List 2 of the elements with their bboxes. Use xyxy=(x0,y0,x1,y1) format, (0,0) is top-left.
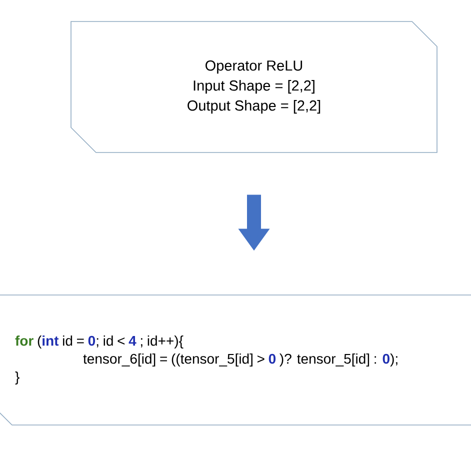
operator-box: Operator ReLU Input Shape = [2,2] Output Shape = [2,2] xyxy=(70,21,438,153)
code-box: for (int id = 0; id < 4 ; id++){ tensor_6[id] = ((tensor_5[id] > 0 )? tensor_5[id] : 0); } xyxy=(0,294,471,426)
